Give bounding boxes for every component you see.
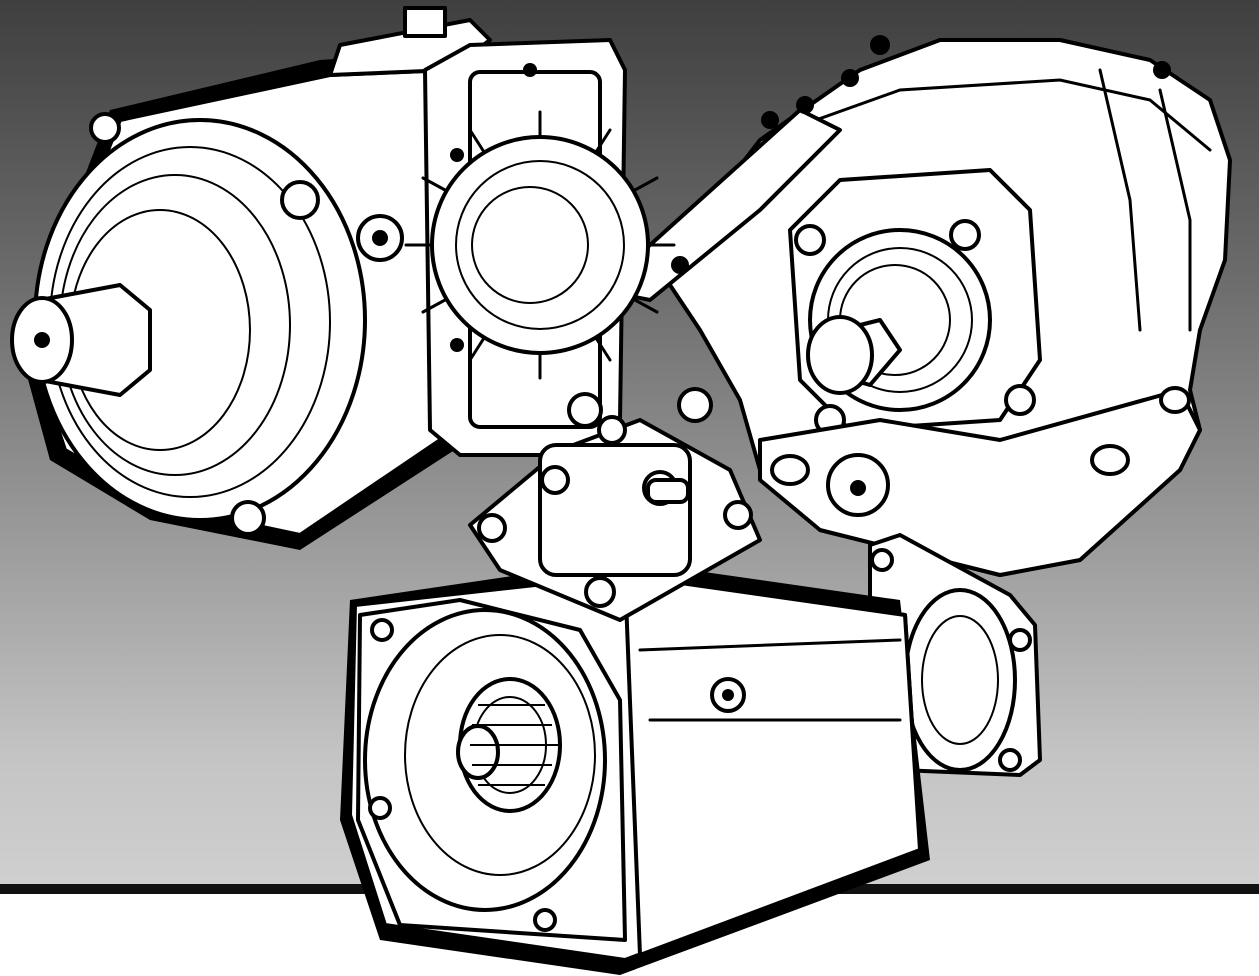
gear-icon <box>404 110 676 380</box>
right-pto-unit <box>598 35 1232 577</box>
left-pto-unit <box>10 6 676 550</box>
front-pto-unit <box>340 387 1042 975</box>
